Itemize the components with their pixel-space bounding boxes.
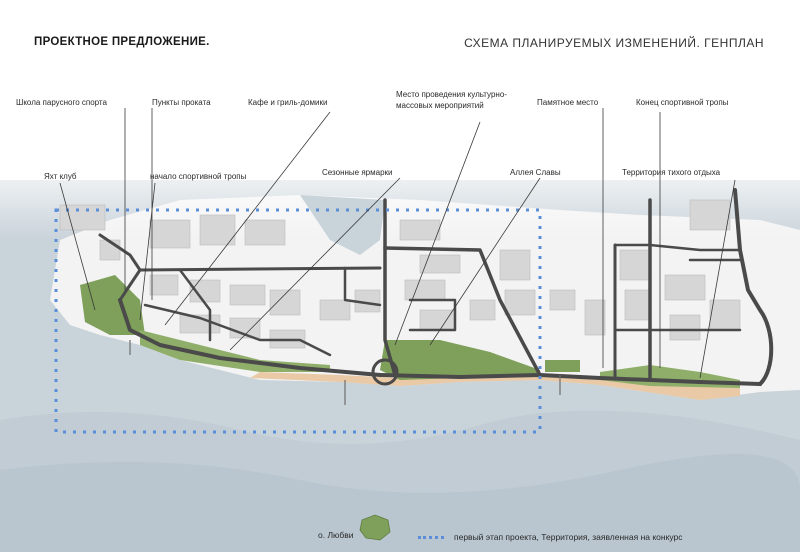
leader-lines <box>59 108 736 379</box>
cross-road-4 <box>343 266 382 307</box>
label-sport-trail-end: Конец спортивной тропы <box>636 98 729 107</box>
page-title: ПРОЕКТНОЕ ПРЕДЛОЖЕНИЕ. <box>34 36 210 48</box>
main-embankment-road <box>118 298 762 386</box>
label-seasonal-fairs: Сезонные ярмарки <box>322 168 393 177</box>
island-of-love <box>359 514 391 541</box>
buildings <box>59 199 741 349</box>
label-sport-trail-start: начало спортивной тропы <box>150 172 247 181</box>
legend-text: первый этап проекта, Территория, заявлен… <box>454 532 683 542</box>
bay-water <box>300 195 385 255</box>
cross-road-2 <box>143 303 332 357</box>
label-quiet-zone: Территория тихого отдыха <box>622 168 721 177</box>
road-network <box>98 188 774 386</box>
piers <box>129 340 561 405</box>
legend-dotted-line <box>418 535 444 539</box>
cross-road-6 <box>613 243 742 252</box>
label-rental-points: Пункты проката <box>152 98 211 107</box>
east-ring-road <box>733 188 774 386</box>
west-road <box>98 233 142 302</box>
green-memorial <box>545 360 580 372</box>
label-cafe: Кафе и гриль-домики <box>248 98 328 107</box>
label-memorial: Памятное место <box>537 98 599 107</box>
beach-strip <box>250 372 740 400</box>
label-venue-line1: Место проведения культурно- <box>396 90 507 99</box>
label-island: о. Любви <box>318 530 354 540</box>
first-stage-boundary <box>54 208 542 434</box>
label-glory-alley: Аллея Славы <box>510 168 561 177</box>
label-venue-line2: массовых мероприятий <box>396 101 484 110</box>
label-sailing-school: Школа парусного спорта <box>16 98 107 107</box>
plan-title: СХЕМА ПЛАНИРУЕМЫХ ИЗМЕНЕНИЙ. ГЕНПЛАН <box>464 36 764 50</box>
label-yacht-club: Яхт клуб <box>44 172 77 181</box>
cross-road-3 <box>178 268 212 342</box>
cross-road-5 <box>408 298 457 332</box>
diag-road <box>383 246 542 377</box>
green-event-area <box>380 340 540 380</box>
roundabout <box>371 358 399 386</box>
water-texture-2 <box>0 454 800 552</box>
legend: первый этап проекта, Территория, заявлен… <box>418 532 683 542</box>
